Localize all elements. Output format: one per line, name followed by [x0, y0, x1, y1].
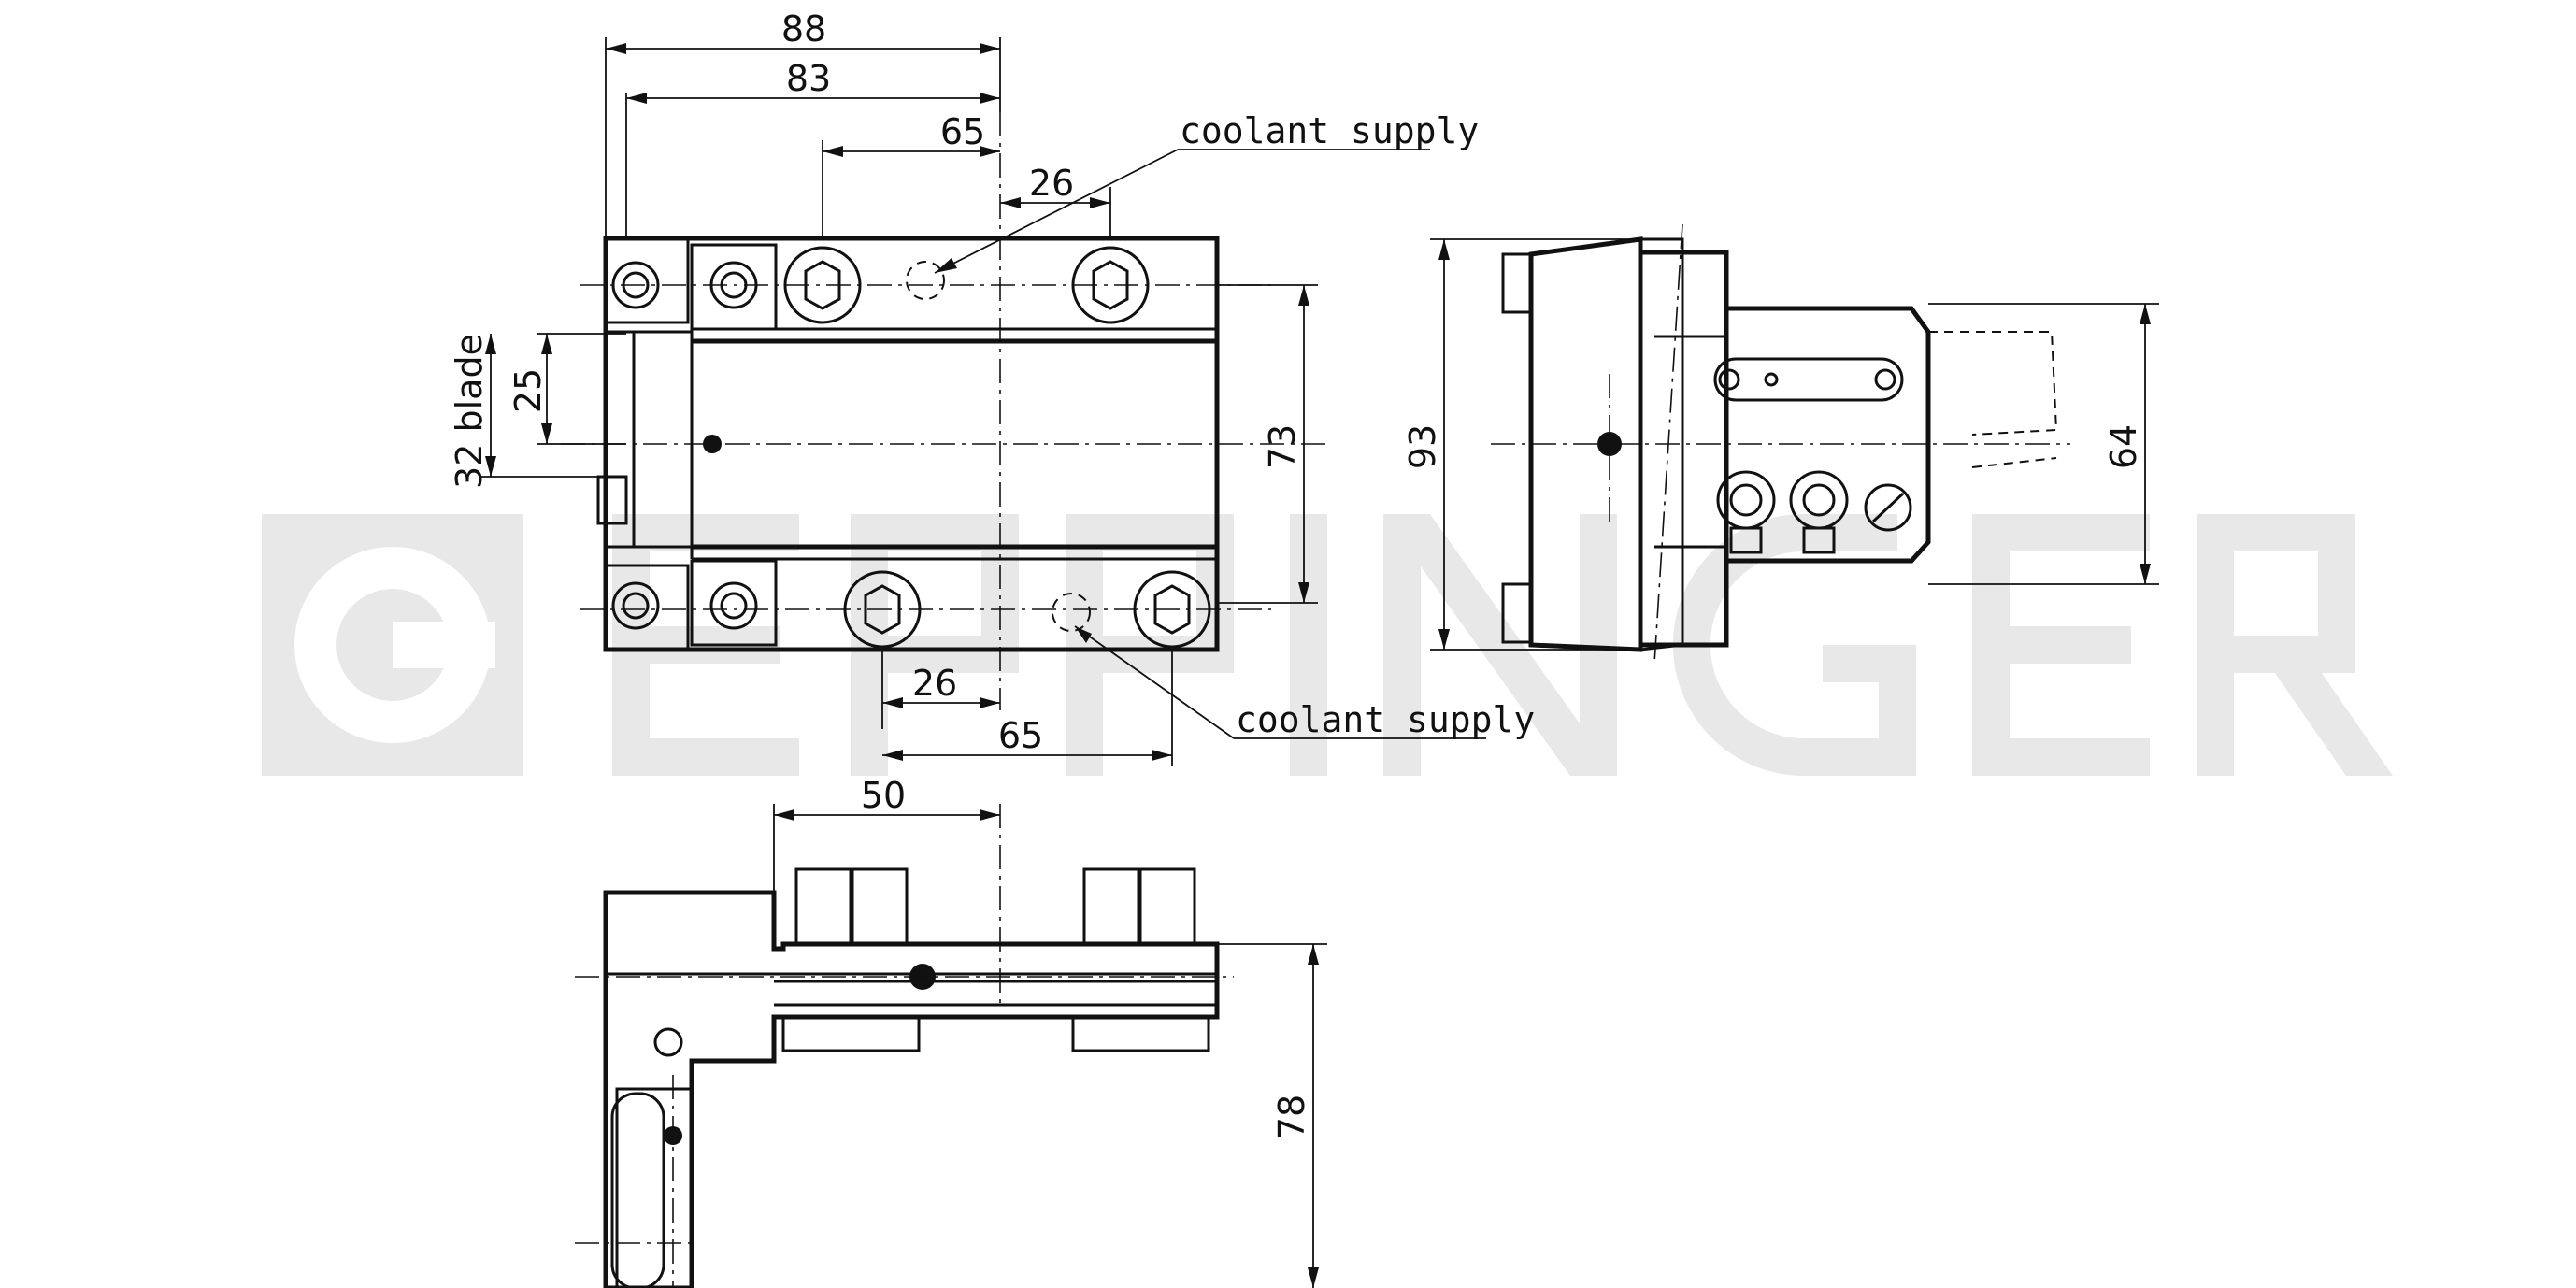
adjust-screw-icon [1716, 470, 1912, 554]
dim-32-blade-label: 32 blade [449, 334, 490, 489]
dimension-65-top: 65 [823, 111, 1000, 157]
dimension-83: 83 [626, 58, 1000, 104]
dimension-78: 78 [1217, 943, 1327, 1288]
dimension-65-bottom: 65 [882, 715, 1172, 761]
coolant-top-label: coolant supply [1180, 110, 1479, 151]
dim-88-label: 88 [781, 8, 826, 50]
dim-50-label: 50 [861, 775, 906, 816]
dim-64-label: 64 [2103, 424, 2144, 469]
dim-73-label: 73 [1262, 424, 1303, 469]
dimension-26-bottom: 26 [882, 663, 1000, 708]
top-view [561, 37, 1327, 766]
dim-26-top-label: 26 [1029, 163, 1074, 204]
bottom-view [575, 804, 1234, 1288]
dimension-88: 88 [606, 8, 1000, 54]
callout-coolant-bottom: coolant supply [1074, 625, 1535, 740]
dimension-32-blade: 32 blade [449, 334, 598, 489]
dim-83-label: 83 [786, 58, 831, 99]
dim-65-bottom-label: 65 [998, 715, 1043, 756]
dimension-64: 64 [1928, 303, 2159, 585]
dim-25-label: 25 [508, 368, 549, 413]
dim-26-bottom-label: 26 [912, 663, 957, 704]
dim-93-label: 93 [1402, 424, 1443, 469]
callout-coolant-top: coolant supply [934, 110, 1479, 274]
dimension-25: 25 [508, 333, 626, 445]
dim-65-top-label: 65 [940, 111, 985, 152]
coolant-bottom-label: coolant supply [1236, 699, 1535, 740]
dimension-93: 93 [1402, 238, 1640, 651]
pin-icon [781, 867, 1210, 1052]
dimension-26-top: 26 [1000, 163, 1110, 208]
dimension-50: 50 [774, 775, 1000, 821]
dimension-73: 73 [1217, 284, 1318, 604]
dim-78-label: 78 [1271, 1095, 1312, 1139]
